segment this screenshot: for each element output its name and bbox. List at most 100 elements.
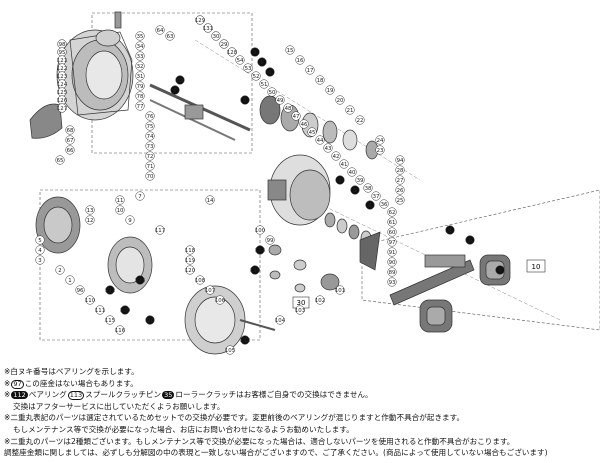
svg-text:10: 10 xyxy=(117,208,124,214)
callout-part-41: 41 xyxy=(339,159,349,169)
callout-part-117: 117 xyxy=(155,225,165,235)
svg-text:132: 132 xyxy=(240,338,250,344)
callout-bearing-6: 6 xyxy=(170,85,180,95)
svg-text:52: 52 xyxy=(253,74,260,80)
spool xyxy=(267,154,331,226)
note-two-types: ※二重丸のパーツは2種類ございます。もしメンテナンス等で交換が必要になった場合は… xyxy=(4,436,515,446)
svg-text:17: 17 xyxy=(307,68,314,74)
svg-text:24: 24 xyxy=(377,138,384,144)
note-ask-shop: もしメンテナンス等で交換が必要になった場合、お店にお問い合わせになるようお勧めい… xyxy=(13,424,354,434)
svg-text:6: 6 xyxy=(260,60,264,66)
svg-text:97: 97 xyxy=(389,240,396,246)
callout-part-104: 104 xyxy=(275,315,286,325)
note-after-service: 交換はアフターサービスに出していただくようお願いします。 xyxy=(13,401,225,411)
gear-cover-plate xyxy=(184,285,276,355)
callout-part-19: 19 xyxy=(325,85,335,95)
left-cover-knob xyxy=(35,196,81,254)
callout-part-128: 128 xyxy=(227,47,238,57)
svg-text:30: 30 xyxy=(297,299,306,307)
svg-text:28: 28 xyxy=(397,168,404,174)
svg-text:129: 129 xyxy=(195,18,206,24)
svg-text:47: 47 xyxy=(293,114,300,120)
callout-part-75: 75 xyxy=(145,121,155,131)
callout-part-62: 62 xyxy=(387,207,397,217)
callout-part-29: 29 xyxy=(219,39,229,49)
spool-shaft-parts xyxy=(324,212,381,271)
svg-text:72: 72 xyxy=(147,154,154,160)
callout-bearing-109: 109 xyxy=(120,305,131,315)
callout-part-7: 7 xyxy=(135,191,145,201)
callout-part-27: 27 xyxy=(395,175,405,185)
callout-part-105: 105 xyxy=(225,345,235,355)
svg-text:30: 30 xyxy=(213,34,220,40)
note-shims: 調整座金類に関しましては、必ずしも分解図の中の表現と一致しない場合がございますの… xyxy=(4,448,548,458)
callout-part-22: 22 xyxy=(355,115,365,125)
svg-text:68: 68 xyxy=(67,128,74,134)
callout-part-38: 38 xyxy=(363,183,373,193)
callout-part-127: 127 xyxy=(57,103,67,113)
callout-bearing-6: 6 xyxy=(365,200,375,210)
svg-text:21: 21 xyxy=(347,108,354,114)
svg-text:33: 33 xyxy=(137,54,144,60)
svg-text:131: 131 xyxy=(203,26,213,32)
side-frame-housing xyxy=(56,29,134,121)
callout-part-31: 31 xyxy=(135,71,145,81)
svg-text:117: 117 xyxy=(155,228,165,234)
svg-text:6: 6 xyxy=(268,70,272,76)
callout-part-2: 2 xyxy=(55,265,65,275)
callout-part-63: 63 xyxy=(165,31,175,41)
svg-text:61: 61 xyxy=(389,220,396,226)
callout-bearing-132: 132 xyxy=(240,335,250,345)
callout-bearing-6: 6 xyxy=(445,225,455,235)
svg-text:96: 96 xyxy=(77,288,84,294)
callout-part-34: 34 xyxy=(135,41,145,51)
callout-part-119: 119 xyxy=(185,255,196,265)
svg-text:50: 50 xyxy=(269,90,276,96)
svg-text:6: 6 xyxy=(338,178,342,184)
svg-text:32: 32 xyxy=(137,64,144,70)
svg-text:7: 7 xyxy=(138,194,141,200)
callout-part-72: 72 xyxy=(145,151,155,161)
callout-bearing-113: 113 xyxy=(135,275,145,285)
callout-part-17: 17 xyxy=(305,65,315,75)
callout-part-37: 37 xyxy=(371,191,381,201)
svg-text:54: 54 xyxy=(237,58,244,64)
svg-text:63: 63 xyxy=(167,34,174,40)
svg-text:66: 66 xyxy=(67,148,74,154)
svg-text:53: 53 xyxy=(245,66,252,72)
svg-text:9: 9 xyxy=(128,218,132,224)
svg-text:94: 94 xyxy=(397,158,404,164)
svg-text:29: 29 xyxy=(221,42,228,48)
callout-bearing-130: 130 xyxy=(250,265,261,275)
callout-part-103: 103 xyxy=(295,305,305,315)
callout-part-51: 51 xyxy=(259,79,269,89)
svg-text:127: 127 xyxy=(57,106,67,112)
svg-text:100: 100 xyxy=(255,228,266,234)
svg-text:34: 34 xyxy=(137,44,144,50)
svg-text:65: 65 xyxy=(57,158,64,164)
svg-text:78: 78 xyxy=(137,94,144,100)
callout-part-5: 5 xyxy=(35,235,45,245)
svg-text:6: 6 xyxy=(368,203,372,209)
handle-knob-upper xyxy=(479,254,511,286)
callout-part-42: 42 xyxy=(331,151,341,161)
washer-number-mark: 97 xyxy=(11,379,24,389)
callout-part-122: 122 xyxy=(57,63,67,73)
svg-text:6: 6 xyxy=(498,268,502,274)
callout-part-43: 43 xyxy=(323,143,333,153)
svg-text:64: 64 xyxy=(157,28,164,34)
svg-text:13: 13 xyxy=(87,208,94,214)
callout-part-71: 71 xyxy=(145,161,155,171)
svg-text:91: 91 xyxy=(389,250,396,256)
callout-part-73: 73 xyxy=(145,141,155,151)
svg-text:6: 6 xyxy=(243,98,247,104)
callout-part-13: 13 xyxy=(85,205,95,215)
svg-text:49: 49 xyxy=(277,98,284,104)
svg-text:128: 128 xyxy=(227,50,238,56)
svg-text:16: 16 xyxy=(297,58,304,64)
callout-part-25: 25 xyxy=(395,195,405,205)
note-bearing: ※白ヌキ番号はベアリングを示します。 xyxy=(4,367,139,376)
brake-plate xyxy=(29,103,63,139)
callout-part-97: 97 xyxy=(387,237,397,247)
